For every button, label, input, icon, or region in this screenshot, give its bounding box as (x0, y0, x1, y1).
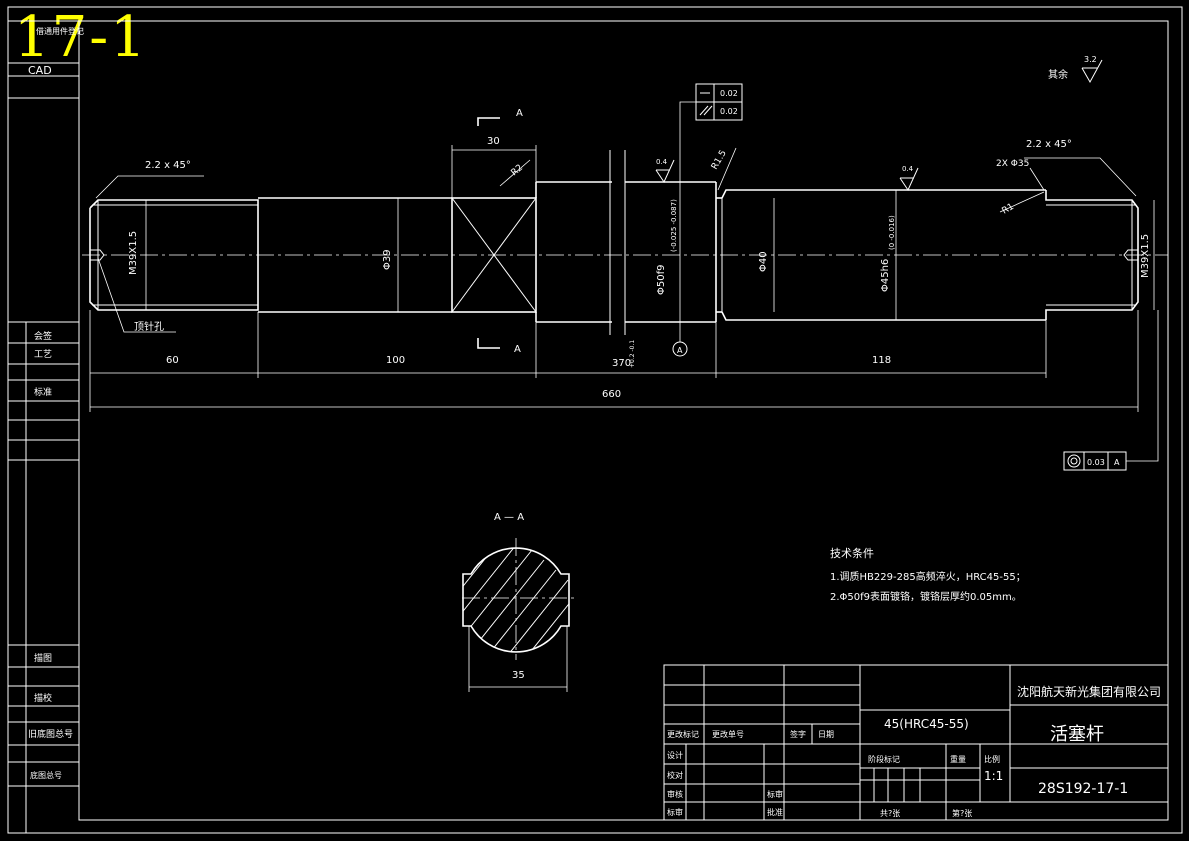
tb-material: 45(HRC45-55) (884, 717, 969, 731)
tb-right-role-0: 标审 (767, 789, 783, 799)
svg-text:3.2: 3.2 (1084, 55, 1097, 64)
shaft-profile (82, 150, 1168, 335)
dim-r1: R1 (1001, 202, 1016, 217)
dim-dia-40: Φ40 (758, 251, 769, 272)
side-cell-6: 底图总号 (30, 770, 62, 780)
tb-rev-0: 更改标记 (667, 729, 699, 739)
datum-a: A (672, 322, 688, 357)
svg-text:0.02: 0.02 (720, 107, 738, 116)
dim-118: 118 (872, 355, 891, 366)
inner-border (78, 20, 1169, 821)
center-hole-left (90, 249, 105, 261)
section-hatch (463, 548, 569, 652)
tb-part-name: 活塞杆 (1050, 724, 1104, 745)
roughness-right: 0.4 (899, 165, 919, 192)
tb-scale-label: 比例 (984, 754, 1000, 764)
dim-dia-50f9: Φ50f9 (656, 265, 667, 295)
tb-stage-label: 阶段标记 (868, 754, 900, 764)
svg-text:0.4: 0.4 (902, 165, 914, 173)
dim-370-tol: +0.2 -0.1 (629, 340, 636, 368)
length-dims: 60 100 370 +0.2 -0.1 118 660 (89, 310, 1139, 412)
side-cell-5: 旧底图总号 (28, 728, 73, 740)
svg-text:A: A (516, 108, 523, 119)
side-cad: CAD (28, 64, 52, 77)
svg-text:2.2 x 45°: 2.2 x 45° (1026, 139, 1072, 150)
svg-text:A: A (514, 344, 521, 355)
dim-2x35: 2X Φ35 (996, 159, 1029, 169)
roughness-other: 其余 3.2 (1048, 55, 1103, 84)
tb-role-2: 审核 (667, 789, 683, 799)
side-cell-4: 描校 (34, 692, 52, 704)
section-marker-bottom: A (477, 338, 521, 355)
svg-text:0.4: 0.4 (656, 158, 668, 166)
center-hole-label: 顶针孔 (97, 257, 176, 333)
section-outline (462, 547, 570, 653)
dim-dia-50-tol: (-0.025 -0.087) (670, 199, 678, 252)
section-view-title: A — A (494, 512, 524, 523)
outer-border (7, 6, 1183, 834)
dim-dia-45h6: Φ45h6 (880, 259, 891, 292)
side-cell-3: 描图 (34, 652, 52, 664)
roughness-left: 0.4 (655, 158, 675, 184)
section-marker-top: A (477, 108, 523, 126)
section-view: A — A 35 (462, 512, 578, 692)
tb-rev-1: 更改单号 (712, 729, 744, 739)
side-drawing-no: 借通用件登记 (36, 26, 84, 36)
svg-text:2.2 x 45°: 2.2 x 45° (145, 160, 191, 171)
dim-60: 60 (166, 355, 179, 366)
tb-right-role-1: 批准 (767, 807, 783, 817)
tb-rev-2: 签字 (790, 729, 806, 739)
dim-right-thread: M39X1.5 (1140, 234, 1151, 278)
tech-item-1: 1.调质HB229-285高频淬火，HRC45-55； (830, 570, 1026, 583)
svg-text:0.02: 0.02 (720, 89, 738, 98)
tech-title: 技术条件 (830, 546, 874, 560)
tb-role-0: 设计 (667, 750, 683, 760)
svg-text:A: A (1114, 458, 1120, 467)
tb-role-3: 标审 (667, 807, 683, 817)
side-cell-2: 标准 (34, 386, 52, 398)
coaxiality-frame: 0.03 A (1063, 310, 1159, 471)
side-panel: 借通用件登记 CAD 会签 工艺 标准 描图 描校 旧底图总号 底图总号 (8, 20, 84, 833)
svg-text:30: 30 (487, 136, 500, 147)
tb-weight-label: 重量 (950, 754, 966, 764)
tb-rev-3: 日期 (818, 730, 834, 739)
dim-r1-5: R1.5 (710, 149, 729, 172)
dim-660: 660 (602, 389, 621, 400)
side-cell-1: 工艺 (34, 349, 52, 360)
dim-dia-45-tol: (0 -0.016) (888, 215, 896, 250)
tb-scale: 1:1 (984, 769, 1003, 783)
sheet-badge: 17-1 (14, 5, 148, 70)
side-cell-0: 会签 (34, 330, 52, 342)
tech-requirements: 技术条件 1.调质HB229-285高频淬火，HRC45-55； 2.Φ50f9… (830, 546, 1026, 603)
tb-role-1: 校对 (667, 770, 683, 780)
svg-text:0.03: 0.03 (1087, 458, 1105, 467)
tech-item-2: 2.Φ50f9表面镀铬，镀铬层厚约0.05mm。 (830, 590, 1022, 603)
dim-dia-39: Φ39 (382, 249, 393, 270)
tb-sheet-idx: 第?张 (952, 808, 972, 818)
geo-tolerance-frame: 0.02 0.02 (679, 83, 743, 182)
svg-text:顶针孔: 顶针孔 (134, 320, 164, 333)
center-hole-right (1123, 249, 1138, 261)
diameter-dims: M39X1.5 Φ39 Φ50f9 (-0.025 -0.087) Φ40 Φ4… (128, 182, 1155, 322)
tb-part-no: 28S192-17-1 (1038, 781, 1128, 797)
flat-section (451, 197, 537, 313)
chamfer-right: 2.2 x 45° (1024, 139, 1137, 197)
dim-30: 30 (451, 136, 537, 198)
svg-text:其余: 其余 (1048, 68, 1068, 81)
svg-text:A: A (677, 346, 683, 355)
dim-100: 100 (386, 355, 405, 366)
tb-company: 沈阳航天新光集团有限公司 (1017, 684, 1161, 699)
dim-left-thread: M39X1.5 (128, 231, 139, 275)
dim-370: 370 (612, 358, 631, 369)
tb-sheet-total: 共?张 (880, 809, 900, 818)
title-block: 沈阳航天新光集团有限公司 45(HRC45-55) 活塞杆 28S192-17-… (663, 664, 1169, 821)
section-width: 35 (512, 670, 525, 681)
chamfer-left: 2.2 x 45° (95, 160, 204, 199)
